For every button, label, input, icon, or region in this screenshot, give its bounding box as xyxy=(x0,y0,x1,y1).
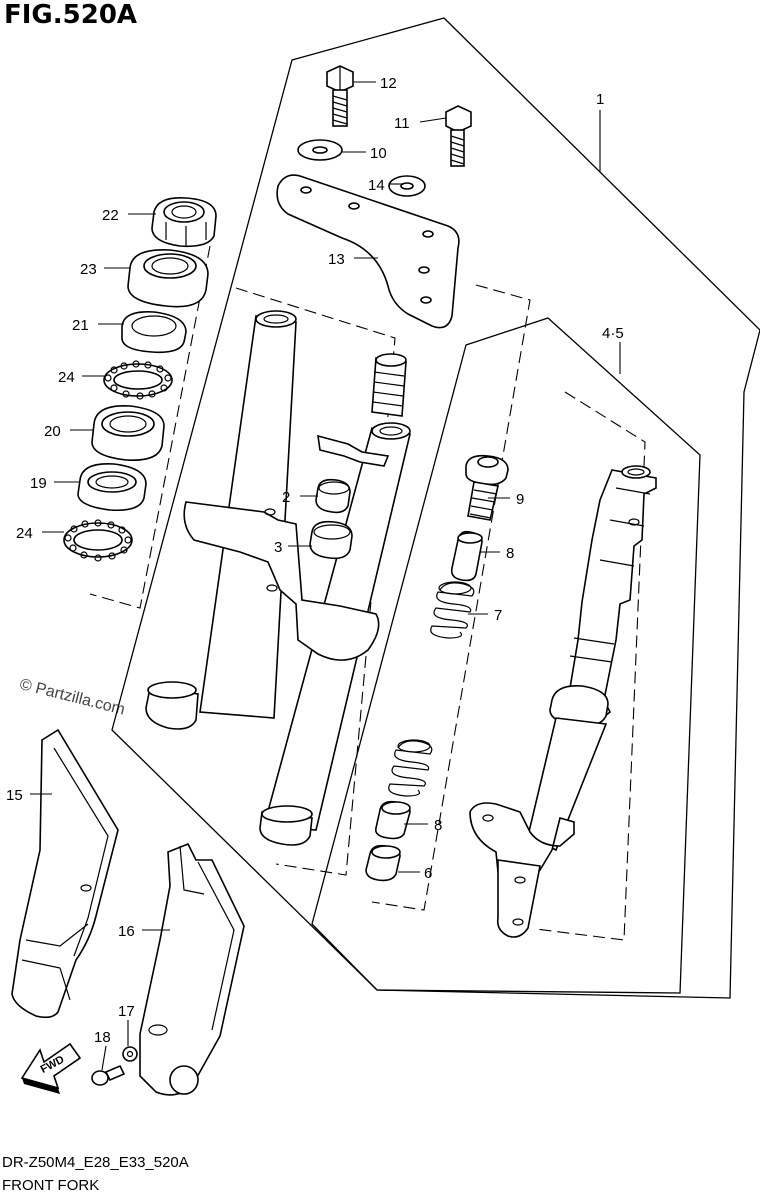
washer-10[interactable] xyxy=(297,139,343,161)
bearing-race-21[interactable] xyxy=(121,310,187,354)
callout-3: 3 xyxy=(274,539,282,556)
bolt-11[interactable] xyxy=(445,105,472,167)
piston-6[interactable] xyxy=(365,844,401,882)
lower-bracket-3[interactable] xyxy=(183,501,380,661)
figure-code: DR-Z50M4_E28_E33_520A xyxy=(2,1154,189,1171)
callout-18: 18 xyxy=(94,1029,111,1046)
callout-19: 19 xyxy=(30,475,47,492)
collar-3[interactable] xyxy=(309,520,353,560)
callout-17: 17 xyxy=(118,1003,135,1020)
figure-name: FRONT FORK xyxy=(2,1177,100,1194)
collar-8-upper[interactable] xyxy=(450,530,483,582)
assembly-frame-1 xyxy=(111,17,760,999)
callout-4-5: 4·5 xyxy=(602,325,624,342)
bearing-race-23[interactable] xyxy=(127,249,209,308)
assembly-frame-4-5 xyxy=(311,317,701,994)
stem-spring-upper[interactable] xyxy=(371,353,407,417)
ball-bearing-24-upper[interactable] xyxy=(103,360,173,400)
fork-guard-16[interactable] xyxy=(139,842,245,1096)
damper-bolt-9[interactable] xyxy=(465,454,509,521)
callout-14: 14 xyxy=(368,177,385,194)
callout-20: 20 xyxy=(44,423,61,440)
callout-10: 10 xyxy=(370,145,387,162)
bracket-13[interactable] xyxy=(276,174,460,329)
callout-24-lower: 24 xyxy=(16,525,33,542)
callout-labels: 1 2 3 4·5 6 7 8 8 9 10 11 12 13 14 15 16… xyxy=(6,75,624,1046)
callout-6: 6 xyxy=(424,865,432,882)
bolt-12[interactable] xyxy=(326,65,354,127)
leader-lines xyxy=(30,81,621,1071)
nut-22[interactable] xyxy=(151,196,217,248)
collar-8-lower[interactable] xyxy=(374,800,411,840)
callout-23: 23 xyxy=(80,261,97,278)
dashed-frame-tubes xyxy=(235,287,396,876)
callout-11: 11 xyxy=(394,115,410,132)
callout-13: 13 xyxy=(328,251,345,268)
dashed-frame-spring xyxy=(371,284,531,911)
figure-title: FIG.520A xyxy=(4,0,138,30)
callout-12: 12 xyxy=(380,75,397,92)
bearing-race-20[interactable] xyxy=(91,405,165,462)
spring-7-lower[interactable] xyxy=(388,739,433,797)
callout-7: 7 xyxy=(494,607,502,624)
callout-15: 15 xyxy=(6,787,23,804)
callout-24-upper: 24 xyxy=(58,369,75,386)
callout-21: 21 xyxy=(72,317,89,334)
callout-22: 22 xyxy=(102,207,119,224)
collar-2[interactable] xyxy=(315,434,390,514)
callout-8-lower: 8 xyxy=(434,817,442,834)
washer-17[interactable] xyxy=(122,1046,138,1062)
washer-14[interactable] xyxy=(388,175,426,197)
seal-19[interactable] xyxy=(77,463,147,512)
callout-16: 16 xyxy=(118,923,135,940)
fwd-arrow-icon: FWD xyxy=(20,1042,82,1094)
callout-8-upper: 8 xyxy=(506,545,514,562)
dashed-frame-bearings xyxy=(89,245,211,609)
callout-9: 9 xyxy=(516,491,524,508)
dashed-frame-outer xyxy=(535,391,646,941)
screw-18[interactable] xyxy=(91,1064,126,1086)
ball-bearing-24-lower[interactable] xyxy=(63,519,133,562)
outer-tube-4-5[interactable] xyxy=(469,465,657,938)
callout-2: 2 xyxy=(282,489,290,506)
callout-1: 1 xyxy=(596,91,604,108)
fork-guard-15[interactable] xyxy=(11,728,119,1019)
spring-7[interactable] xyxy=(430,581,475,639)
